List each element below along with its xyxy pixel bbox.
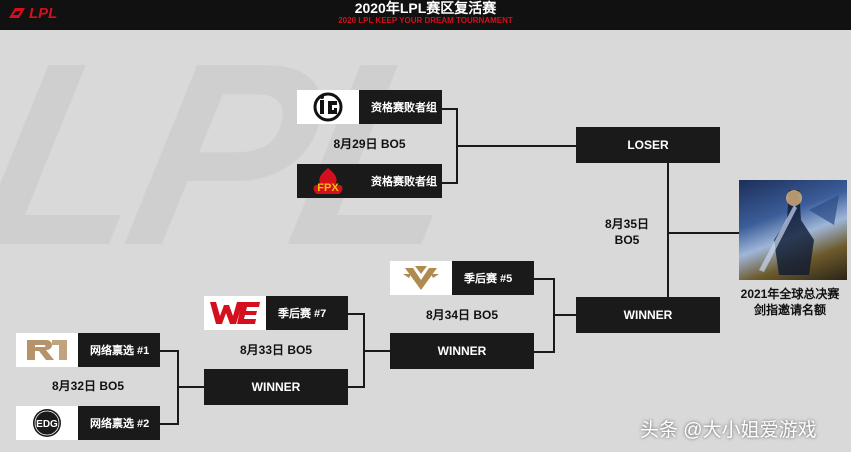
team-ig-label: 资格赛败者组 <box>371 102 437 114</box>
fpx-logo: FPX <box>297 164 359 198</box>
winner-low-box: WINNER <box>204 369 348 405</box>
page-title: 2020年LPL赛区复活赛 <box>354 0 497 16</box>
bracket-line <box>363 350 390 352</box>
lpl-logo-text: LPL <box>29 4 58 22</box>
svg-text:EDG: EDG <box>36 419 58 430</box>
bracket-line <box>534 278 554 280</box>
loser-match-box: LOSER <box>576 127 720 163</box>
v5-logo <box>390 261 452 295</box>
bracket-line <box>348 386 364 388</box>
team-fpx-label: 资格赛败者组 <box>371 176 437 188</box>
bracket-line <box>177 386 204 388</box>
rng-logo <box>16 333 78 367</box>
date-aug34: 8月34日 BO5 <box>425 308 499 322</box>
date-aug32: 8月32日 BO5 <box>51 379 125 393</box>
bracket-line <box>160 423 178 425</box>
winner-final-box: WINNER <box>576 297 720 333</box>
we-logo <box>204 296 266 330</box>
date-aug33: 8月33日 BO5 <box>239 343 313 357</box>
winner-mid-box: WINNER <box>390 333 534 369</box>
bracket-line <box>160 350 178 352</box>
date-aug35-line2: BO5 <box>614 233 640 247</box>
team-edg: EDG 网络禀选 #2 <box>16 406 160 440</box>
team-we-label: 季后赛 #7 <box>278 308 327 320</box>
edg-logo: EDG <box>16 406 78 440</box>
bracket-line <box>667 232 739 234</box>
date-aug35: 8月35日 BO5 <box>590 216 664 248</box>
lpl-watermark: LPL <box>0 10 482 300</box>
source-credit: 头条 @大小姐爱游戏 <box>640 420 817 441</box>
bracket-line <box>441 108 457 110</box>
team-edg-label: 网络禀选 #2 <box>90 418 150 430</box>
bracket-line <box>553 314 576 316</box>
ig-logo-icon <box>313 92 343 122</box>
team-we: 季后赛 #7 <box>204 296 348 330</box>
team-fpx: FPX 资格赛败者组 <box>297 164 442 198</box>
bracket-line <box>441 182 457 184</box>
champion-figure-icon <box>759 190 839 275</box>
rng-logo-icon <box>27 340 67 360</box>
prize-line1: 2021年全球总决赛 <box>740 287 840 301</box>
date-aug29: 8月29日 BO5 <box>333 137 406 151</box>
prize-artwork <box>739 180 847 280</box>
v5-logo-icon <box>403 266 439 290</box>
fpx-logo-icon: FPX <box>313 168 343 194</box>
prize-caption: 2021年全球总决赛 剑指邀请名额 <box>720 286 851 318</box>
team-rng-label: 网络禀选 #1 <box>90 345 150 357</box>
we-logo-icon <box>210 302 260 324</box>
bracket-line <box>456 145 576 147</box>
lpl-logo: LPL <box>8 4 57 22</box>
team-rng: 网络禀选 #1 <box>16 333 160 367</box>
date-aug35-line1: 8月35日 <box>604 217 650 231</box>
bracket-line <box>667 162 669 316</box>
bracket-line <box>348 313 364 315</box>
svg-text:FPX: FPX <box>317 182 339 194</box>
team-v5: 季后赛 #5 <box>390 261 534 295</box>
prize-line2: 剑指邀请名额 <box>753 303 826 317</box>
lpl-logo-icon <box>9 8 25 18</box>
team-v5-label: 季后赛 #5 <box>464 273 513 285</box>
ig-logo <box>297 90 359 124</box>
team-ig: 资格赛败者组 <box>297 90 442 124</box>
header-bar: LPL 2020年LPL赛区复活赛 2020 LPL KEEP YOUR DRE… <box>0 0 851 30</box>
edg-logo-icon: EDG <box>33 409 61 437</box>
bracket-line <box>534 351 554 353</box>
page-subtitle: 2020 LPL KEEP YOUR DREAM TOURNAMENT <box>338 16 513 25</box>
